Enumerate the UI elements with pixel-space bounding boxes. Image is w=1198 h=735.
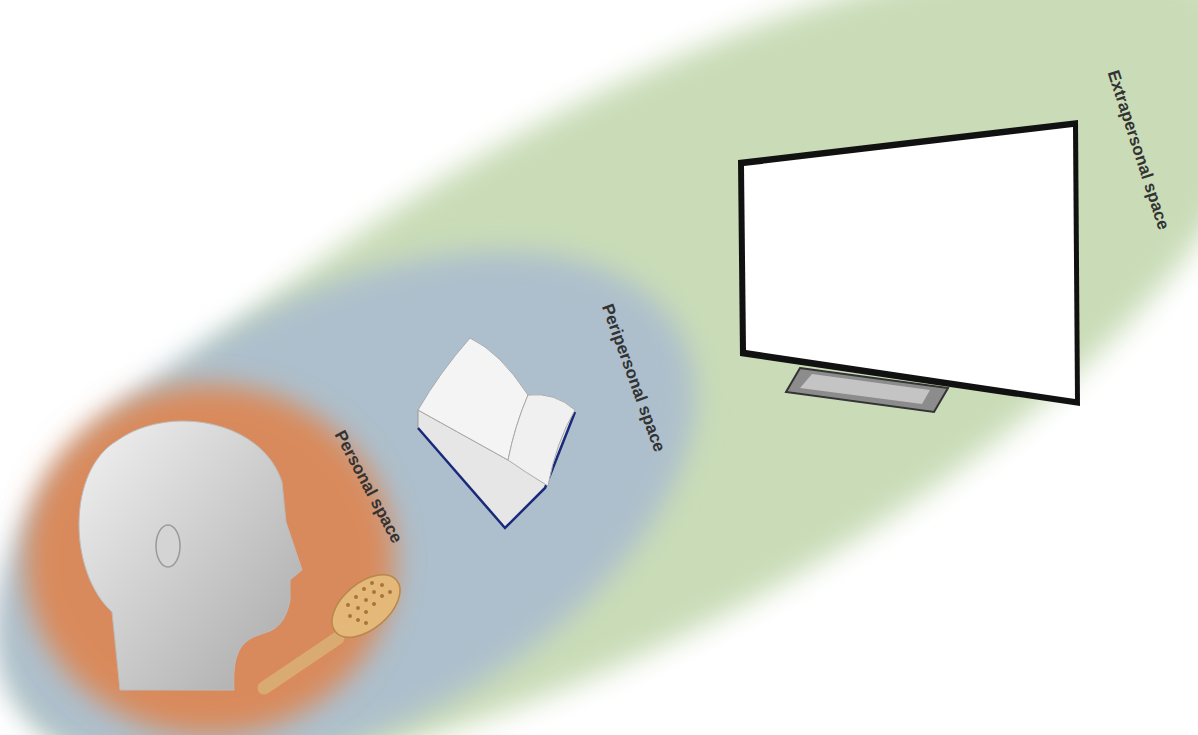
- book-cover: [418, 412, 575, 528]
- book-pages: [418, 402, 575, 528]
- head: [79, 421, 302, 690]
- tv-stand: [786, 368, 948, 412]
- book-left-page: [418, 338, 528, 460]
- region-fill: [0, 144, 781, 735]
- tv-screen: [744, 127, 1075, 399]
- brush-head: [321, 563, 412, 650]
- ear: [156, 525, 180, 567]
- brush-handle: [264, 638, 338, 688]
- brush-bristles: [346, 581, 392, 625]
- tv-illustration: [738, 120, 1080, 412]
- tv-stand-inner: [800, 374, 930, 404]
- tv-frame: [738, 120, 1080, 406]
- brush-illustration: [264, 563, 411, 688]
- head-illustration: [79, 421, 302, 690]
- book-right-page: [508, 395, 575, 486]
- book-illustration: [418, 338, 575, 528]
- peripersonal-region: Peripersonal spacePersonal space: [0, 270, 720, 735]
- personal-region: Personal space: [20, 375, 400, 735]
